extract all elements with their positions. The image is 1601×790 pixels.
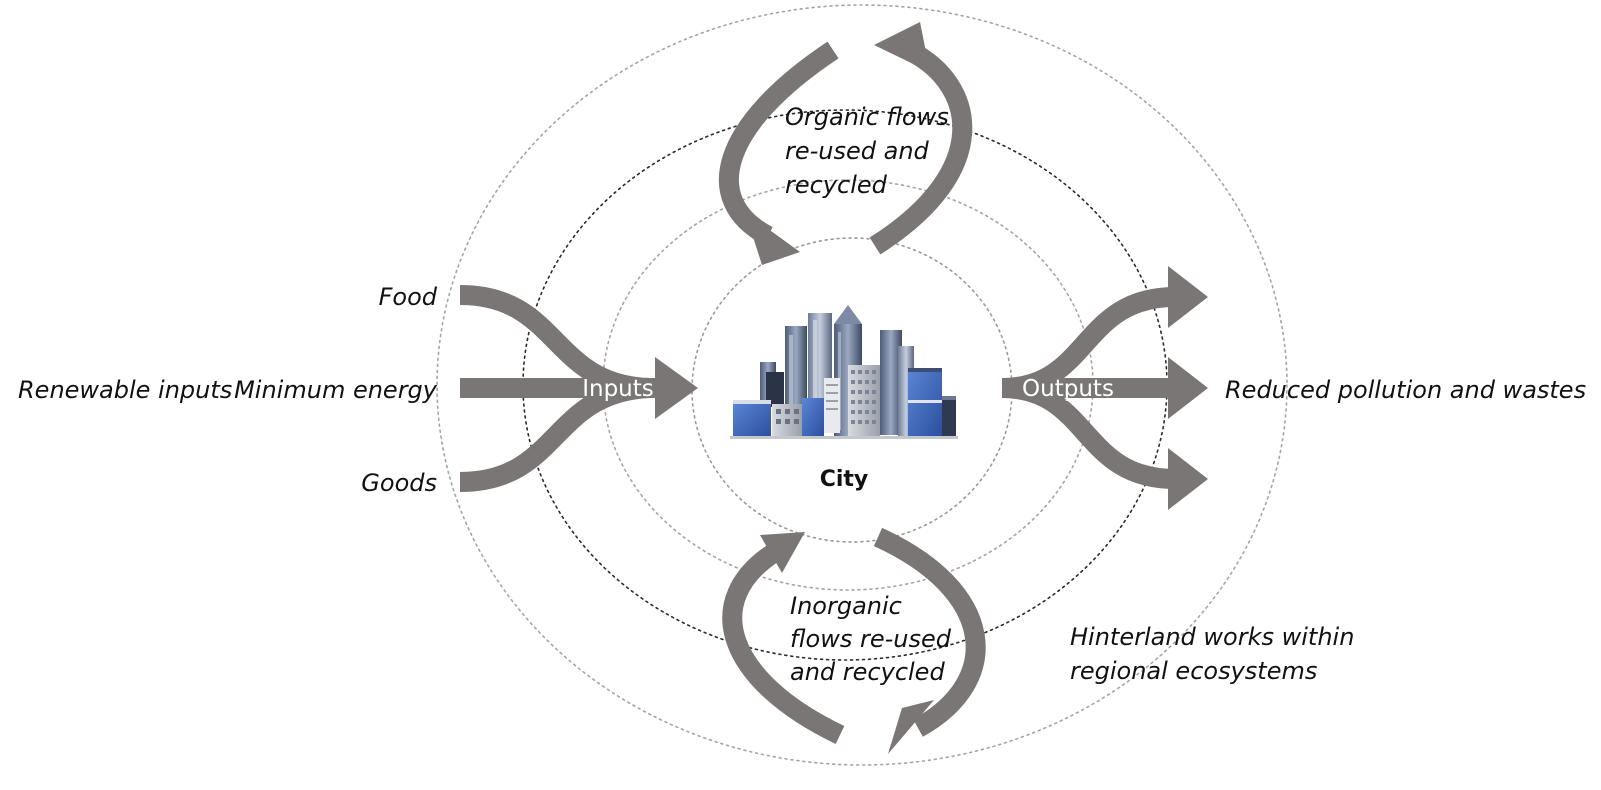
food-label: Food xyxy=(379,283,438,311)
bottom-loop-left-arrowhead xyxy=(760,532,805,573)
top-loop-label-line-2: re-used and xyxy=(785,137,930,165)
bottom-loop-label-line-1: Inorganic xyxy=(790,592,902,620)
bottom-loop-label-line-3: and recycled xyxy=(790,658,945,686)
bottom-loop-right-arc xyxy=(873,527,986,737)
inputs-arrowhead xyxy=(655,357,698,419)
ring-outer xyxy=(436,4,1288,766)
output-arrowhead-middle xyxy=(1168,357,1208,419)
inputs-flow-label: Inputs xyxy=(582,376,654,402)
hinterland-label-line-1: Hinterland works within xyxy=(1070,623,1354,651)
top-loop-label-line-1: Organic flows xyxy=(785,103,949,131)
renewable-inputs-label: Renewable inputs xyxy=(18,376,232,404)
top-loop-left-arc xyxy=(718,41,839,245)
bottom-loop-right-arrowhead xyxy=(888,700,934,754)
goods-flow xyxy=(459,378,651,492)
food-flow xyxy=(459,285,651,398)
city-label: City xyxy=(820,467,869,492)
output-flow-top xyxy=(1001,287,1176,398)
goods-label: Goods xyxy=(361,469,437,497)
top-loop-left-arrowhead xyxy=(745,212,800,265)
output-arrowhead-bottom xyxy=(1168,448,1208,510)
bottom-recycling-loop xyxy=(722,527,986,754)
reduced-pollution-label: Reduced pollution and wastes xyxy=(1225,376,1586,404)
city-skyline-icon xyxy=(730,305,958,439)
top-loop-label-line-3: recycled xyxy=(785,171,888,199)
top-loop-right-arrowhead xyxy=(874,22,930,72)
outputs-flow-label: Outputs xyxy=(1022,376,1114,402)
labels: Renewable inputs Food Minimum energy Goo… xyxy=(18,103,1586,686)
minimum-energy-label: Minimum energy xyxy=(234,376,438,404)
input-arrows xyxy=(459,285,662,492)
top-recycling-loop xyxy=(718,22,973,265)
output-arrowhead-top xyxy=(1168,266,1208,328)
output-arrows xyxy=(1001,287,1176,489)
bottom-loop-left-arc xyxy=(722,543,845,745)
output-flow-bottom xyxy=(1001,378,1176,489)
bottom-loop-label-line-2: flows re-used xyxy=(790,625,952,653)
top-loop-right-arc xyxy=(869,43,973,255)
hinterland-label-line-2: regional ecosystems xyxy=(1070,657,1317,685)
